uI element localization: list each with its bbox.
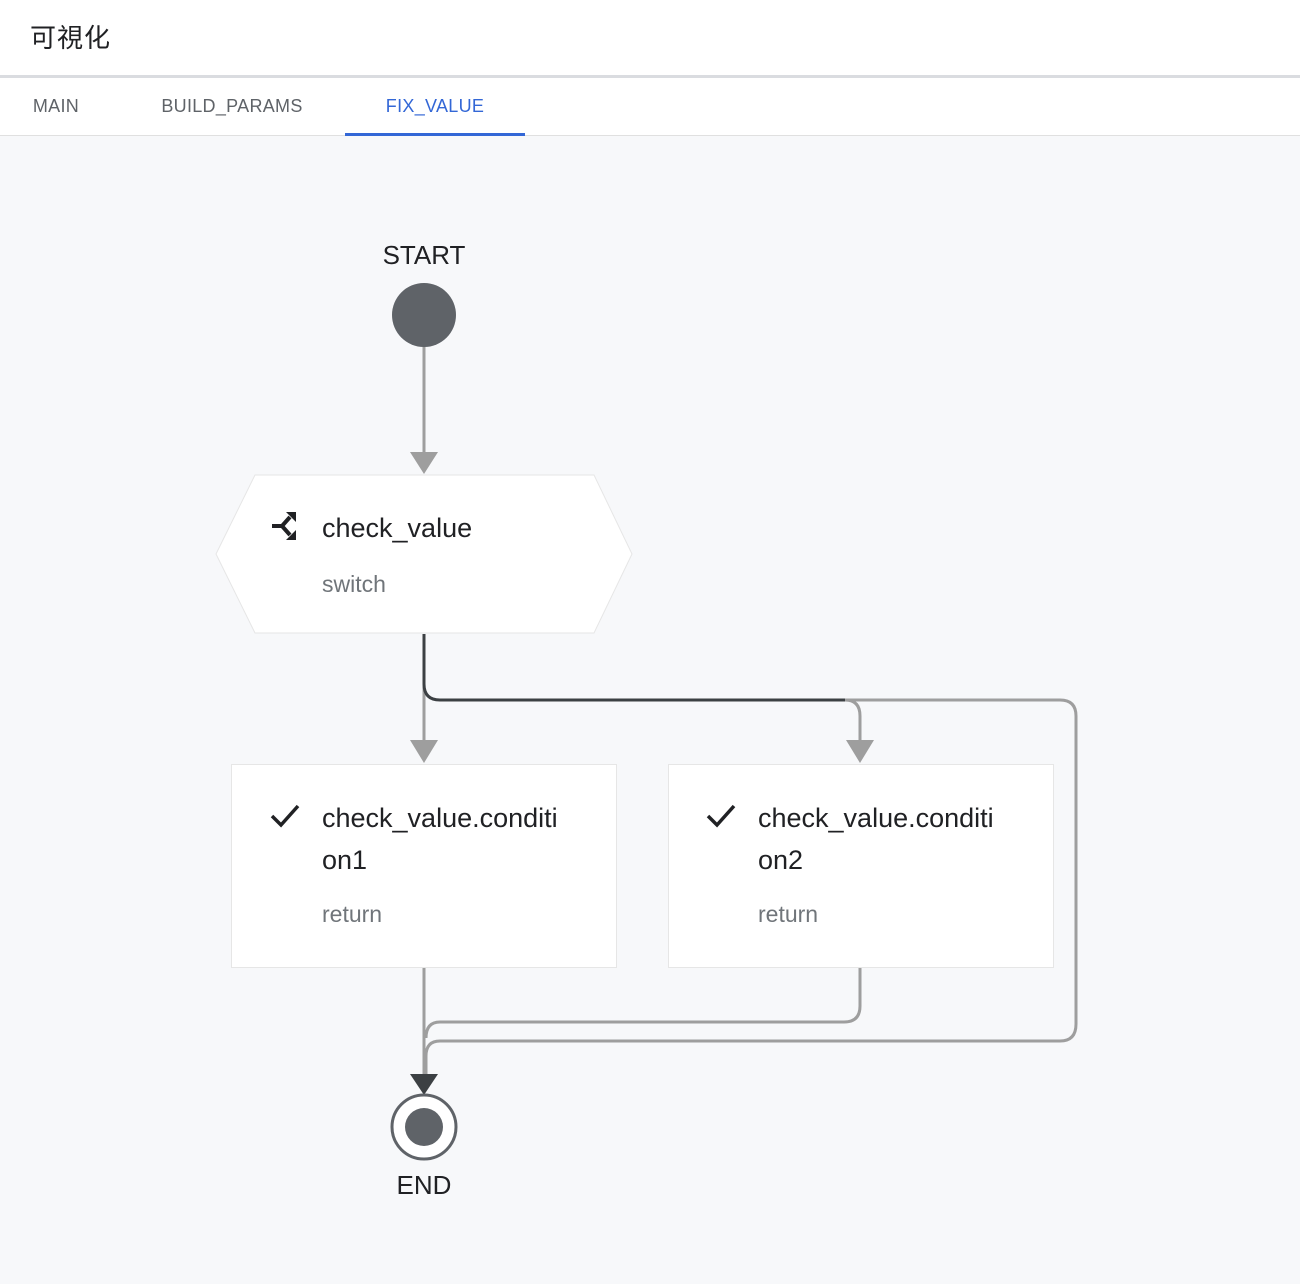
switch-node-shape: [215, 474, 633, 634]
flow-canvas: START END check_value switch check_value…: [0, 136, 1300, 1284]
edge-switch-to-cond2-tail: [844, 698, 862, 744]
end-label: END: [396, 1170, 452, 1200]
tab-bar: MAIN BUILD_PARAMS FIX_VALUE: [0, 78, 1300, 136]
condition-node-1-title-line1: check_value.conditi: [322, 803, 558, 833]
edge-switch-to-cond2: [422, 634, 845, 702]
page-title: 可視化: [30, 23, 112, 53]
condition-node-2-type: return: [758, 901, 819, 927]
check-icon: [270, 804, 300, 828]
edge-cond2-to-end: [424, 967, 862, 1039]
start-label: START: [382, 240, 466, 270]
condition-node-1[interactable]: check_value.conditi on1 return: [231, 764, 617, 968]
arrow-to-end: [410, 1074, 438, 1095]
flow-edges: [215, 283, 1078, 1161]
check-icon: [706, 804, 736, 828]
condition-node-2-title-line1: check_value.conditi: [758, 803, 994, 833]
arrow-start-to-switch: [410, 452, 438, 474]
condition-node-2[interactable]: check_value.conditi on2 return: [668, 764, 1054, 968]
switch-node-type: switch: [322, 571, 386, 597]
tab-build-params[interactable]: BUILD_PARAMS: [161, 96, 303, 116]
condition-node-2-title-line2: on2: [758, 845, 804, 875]
fork-icon: [272, 512, 296, 540]
edge-switch-to-end: [424, 698, 1078, 1076]
tab-fix-value[interactable]: FIX_VALUE: [345, 78, 525, 136]
condition-node-1-title-line2: on1: [322, 845, 368, 875]
header: 可視化: [0, 0, 1300, 78]
tab-main[interactable]: MAIN: [32, 96, 80, 116]
switch-node-title: check_value: [322, 513, 473, 543]
condition-node-1-type: return: [322, 901, 383, 927]
arrow-switch-to-cond2: [846, 740, 874, 763]
arrow-switch-to-cond1: [410, 740, 438, 763]
end-node-core: [405, 1108, 443, 1146]
start-node: [392, 283, 456, 347]
switch-node[interactable]: check_value switch: [216, 475, 632, 633]
